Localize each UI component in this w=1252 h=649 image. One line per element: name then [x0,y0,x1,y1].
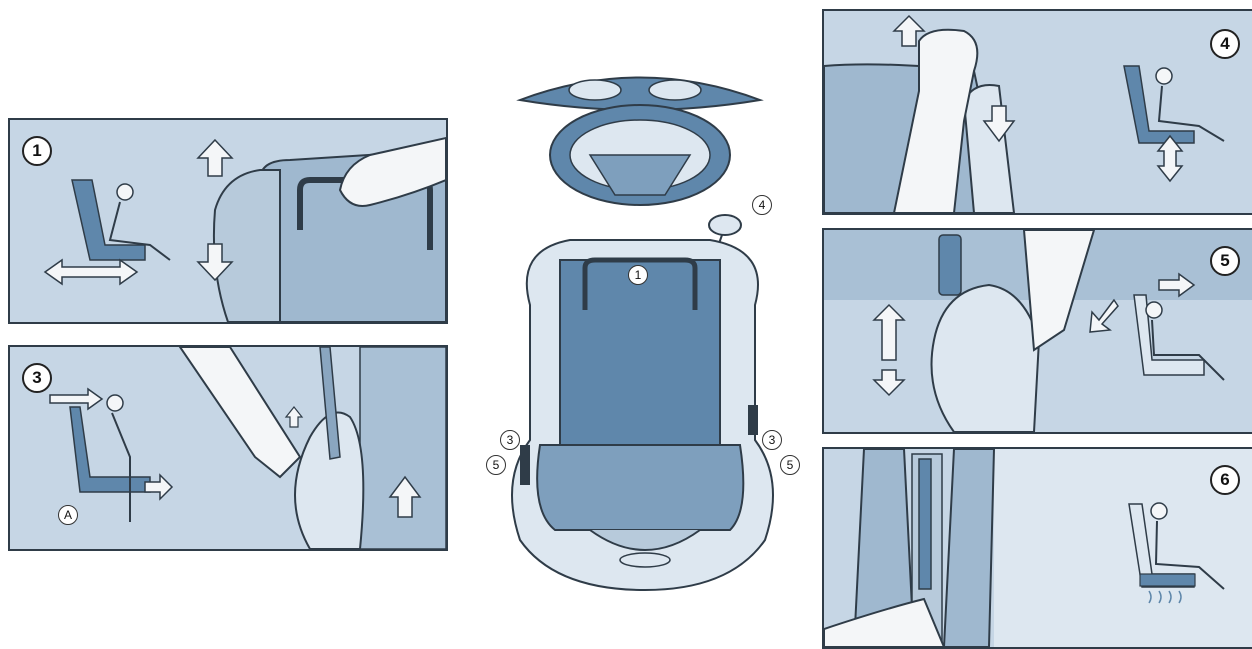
step-number: 1 [22,136,52,166]
step-number: 3 [22,363,52,393]
seat-overview-illustration [500,60,800,600]
center-seat-overview: 4 1 3 5 3 5 [500,60,800,600]
panel-4-illustration [824,11,1252,213]
marker-a: A [58,505,78,525]
step-number: 5 [1210,246,1240,276]
callout-left-lower: 5 [486,455,506,475]
callout-left-upper: 3 [500,430,520,450]
callout-right-lower: 5 [780,455,800,475]
callout-backrest: 1 [628,265,648,285]
panel-seat-cushion: 6 [822,447,1252,649]
panel-seat-position: 1 [8,118,448,324]
panel-belt-adjustment: 3 A [8,345,448,551]
callout-right-upper: 3 [762,430,782,450]
step-number: 4 [1210,29,1240,59]
panel-headrest: 4 [822,9,1252,215]
callout-headrest: 4 [752,195,772,215]
step-number: 6 [1210,465,1240,495]
panel-6-illustration [824,449,1252,647]
panel-backrest: 5 [822,228,1252,434]
panel-1-illustration [10,120,446,322]
panel-5-illustration [824,230,1252,432]
